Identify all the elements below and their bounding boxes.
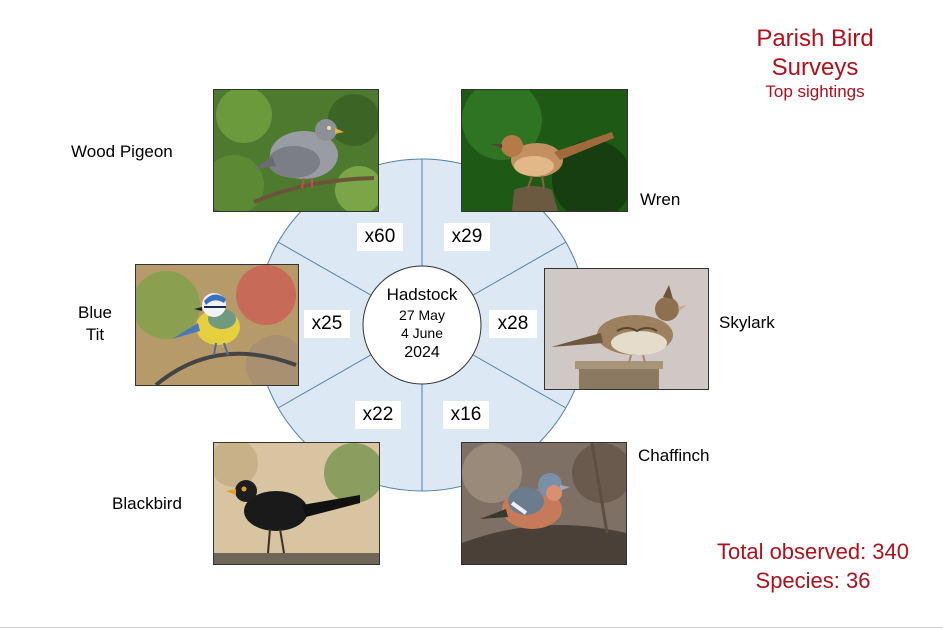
count-wood-pigeon: x60 bbox=[357, 223, 403, 251]
title-line-2: Surveys bbox=[771, 54, 859, 81]
spoke-lower-right bbox=[460, 347, 567, 409]
title-line-1: Parish Bird bbox=[756, 25, 874, 52]
survey-date-end: 4 June bbox=[400, 325, 444, 341]
count-chaffinch: x16 bbox=[443, 401, 489, 429]
wheel-hub bbox=[362, 265, 482, 385]
total-observed: Total observed: 340 bbox=[716, 539, 910, 564]
survey-year: 2024 bbox=[404, 344, 440, 361]
survey-date-start: 27 May bbox=[399, 307, 445, 323]
label-chaffinch: Chaffinch bbox=[638, 446, 710, 465]
label-blue-tit: Blue Tit bbox=[70, 302, 120, 346]
blackbird-photo-icon bbox=[213, 442, 380, 565]
species-count: Species: 36 bbox=[755, 568, 871, 593]
label-skylark: Skylark bbox=[719, 313, 775, 332]
wren-photo-icon bbox=[461, 89, 628, 212]
survey-location: Hadstock bbox=[386, 285, 458, 304]
spoke-lower-left bbox=[277, 347, 384, 409]
count-wren: x29 bbox=[444, 223, 490, 251]
page-title: Parish Bird Surveys Top sightings bbox=[735, 24, 895, 102]
label-wood-pigeon: Wood Pigeon bbox=[71, 142, 173, 161]
wheel-spokes bbox=[277, 159, 567, 491]
spoke-upper-right bbox=[460, 241, 567, 303]
label-blackbird: Blackbird bbox=[112, 494, 182, 513]
spoke-upper-left bbox=[277, 241, 384, 303]
count-blackbird: x22 bbox=[355, 401, 401, 429]
label-wren: Wren bbox=[640, 190, 681, 209]
wood-pigeon-photo-icon bbox=[213, 89, 379, 212]
label-blue-tit-line2: Tit bbox=[85, 325, 105, 344]
bottom-divider bbox=[0, 627, 943, 628]
survey-stats: Total observed: 340 Species: 36 bbox=[700, 537, 926, 595]
count-skylark: x28 bbox=[489, 310, 537, 338]
page-subtitle: Top sightings bbox=[765, 82, 865, 101]
label-blue-tit-line1: Blue bbox=[77, 303, 113, 322]
skylark-photo-icon bbox=[544, 268, 709, 390]
survey-center-label: Hadstock 27 May 4 June 2024 bbox=[365, 284, 479, 364]
chaffinch-photo-icon bbox=[461, 442, 627, 565]
count-blue-tit: x25 bbox=[304, 310, 350, 338]
blue-tit-photo-icon bbox=[135, 264, 299, 386]
